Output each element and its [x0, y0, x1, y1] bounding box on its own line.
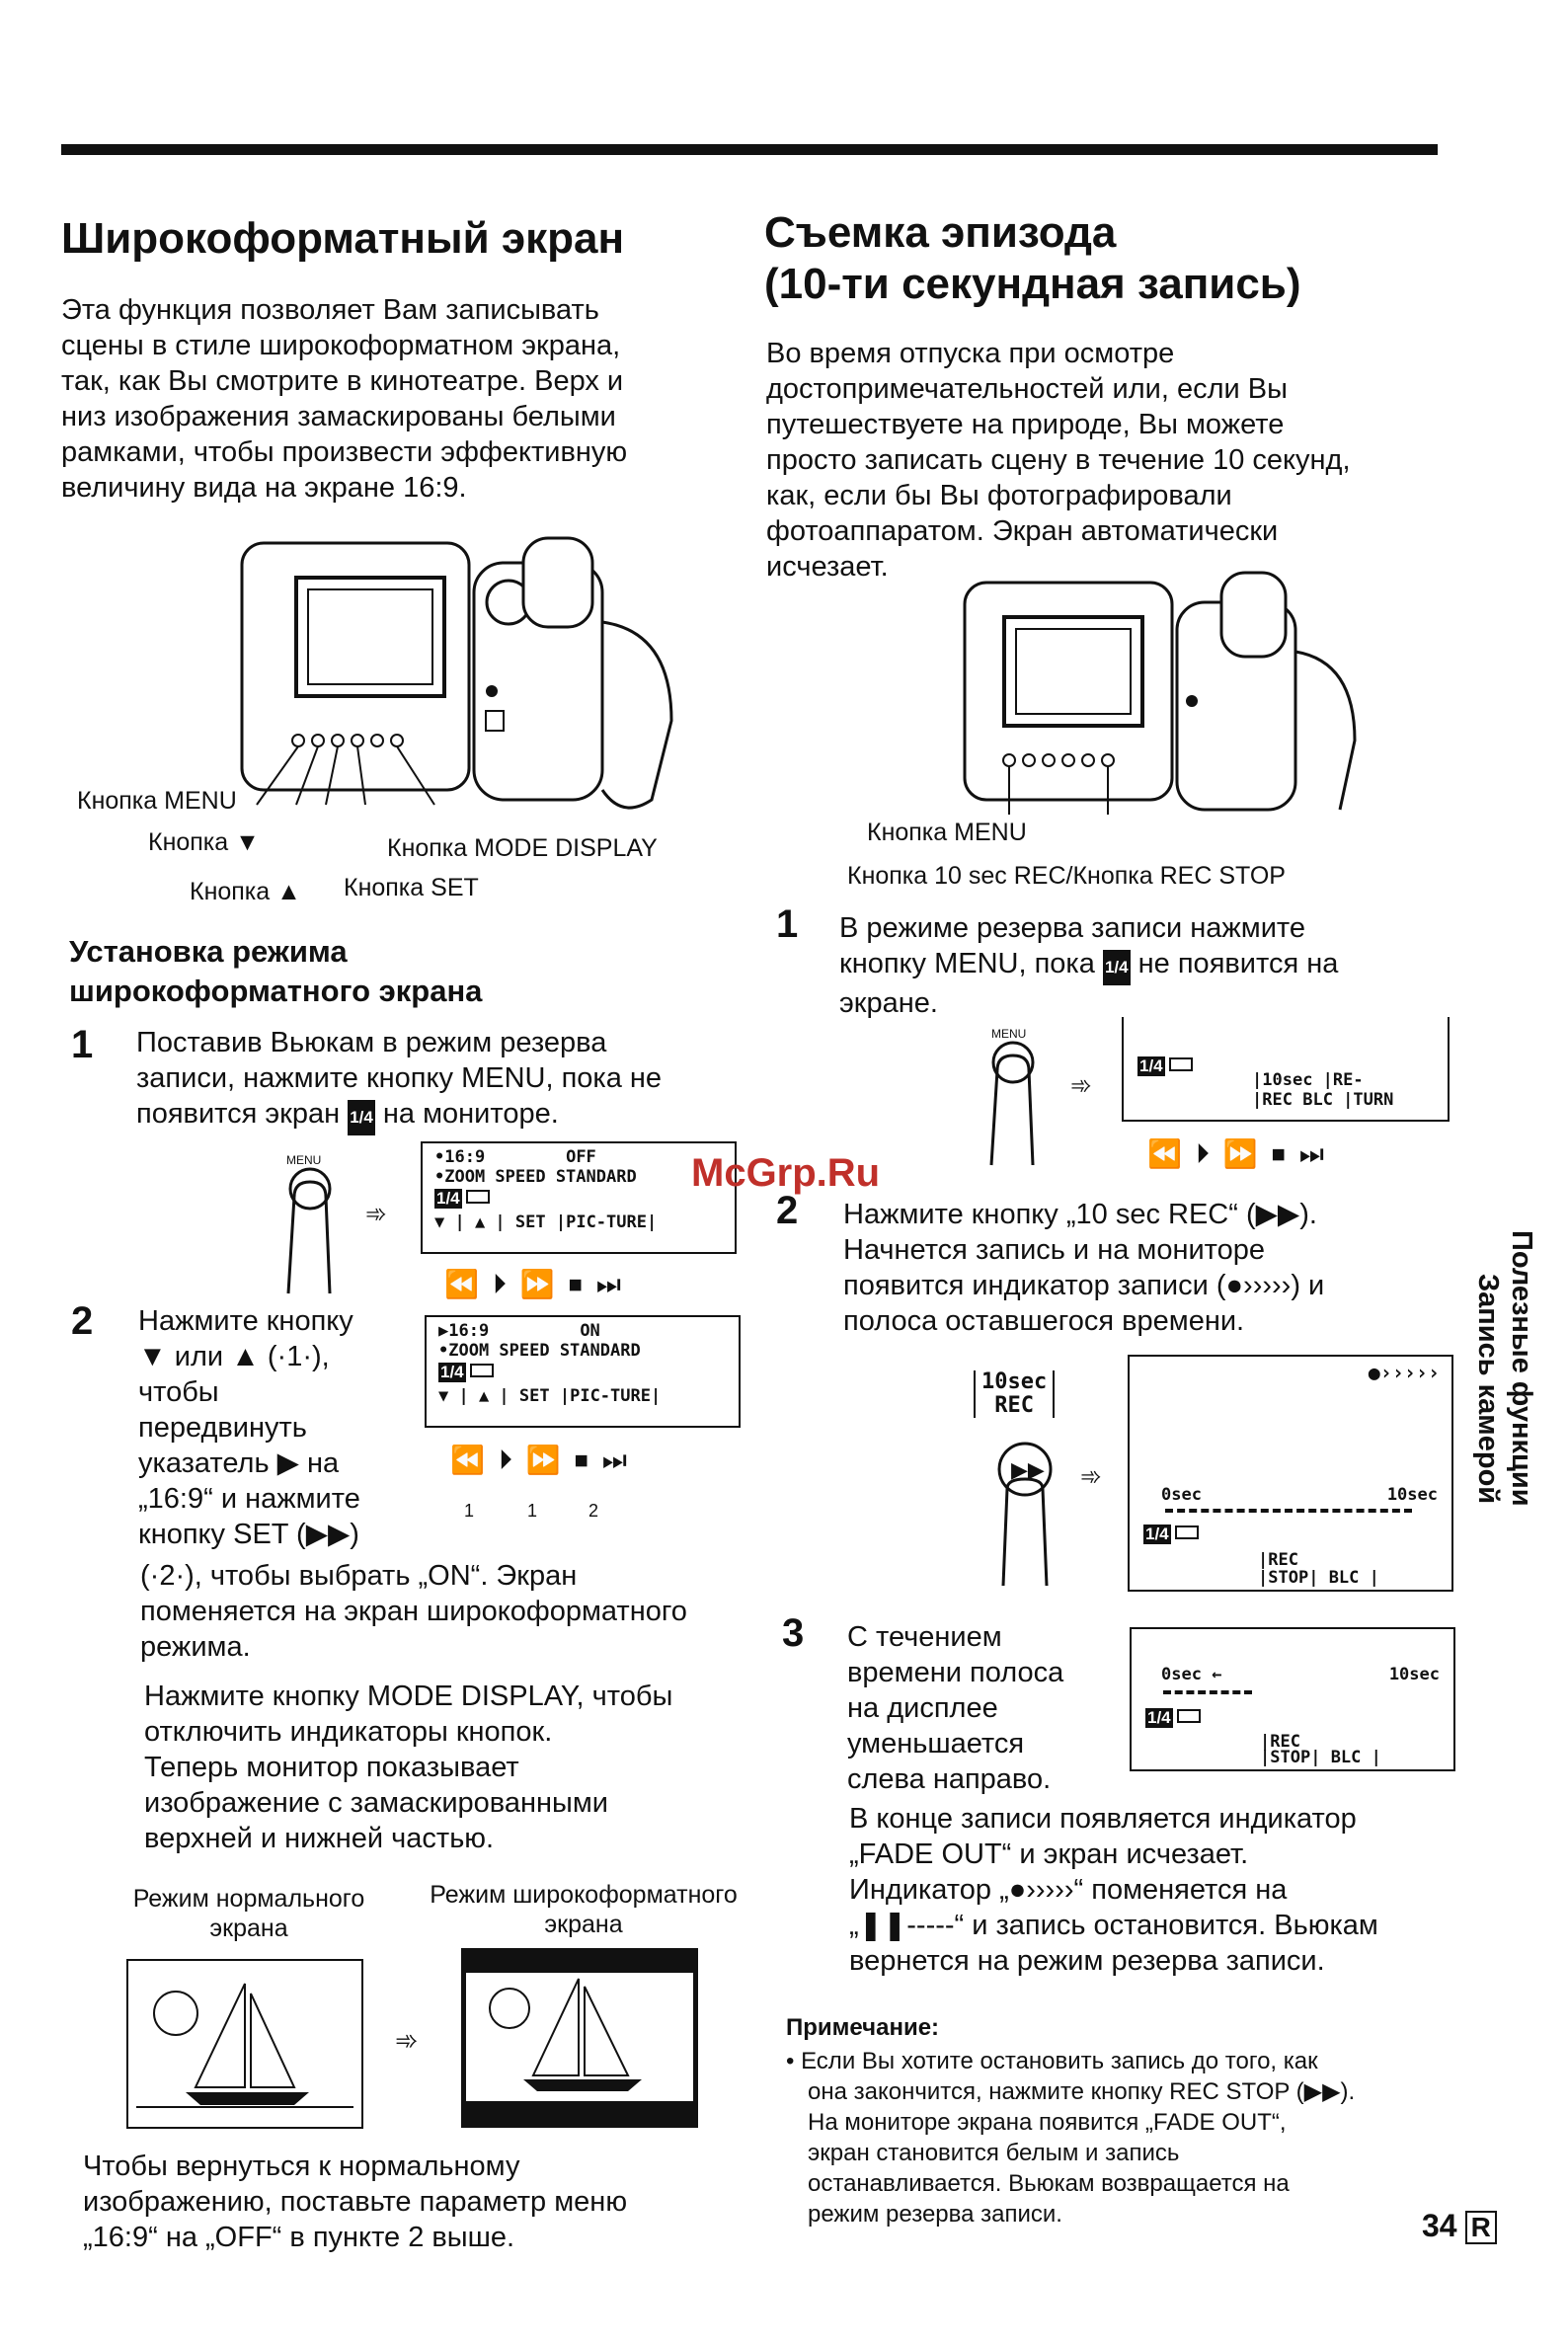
- label-down-button: Кнопка ▼: [148, 828, 260, 856]
- arrow-icon-rec: ➾: [1080, 1461, 1102, 1491]
- label-menu-button: Кнопка MENU: [77, 787, 237, 815]
- left-step2-text-c: Нажмите кнопку MODE DISPLAY, чтобы отклю…: [144, 1681, 673, 1854]
- label-up-button: Кнопка ▲: [190, 878, 301, 905]
- menu-caption-small-right: MENU: [991, 1027, 1027, 1041]
- right-step2-number: 2: [776, 1189, 799, 1232]
- left-title: Широкоформатный экран: [61, 214, 625, 263]
- side-label-sub: Запись камерой: [1472, 1274, 1504, 1505]
- transport-buttons-2: ⏪⏵⏩⏹⏭: [450, 1445, 641, 1475]
- finger-press-icon-right: [989, 1041, 1035, 1166]
- rec-10sec-label: 10sec REC: [974, 1370, 1056, 1418]
- left-step1-text: Поставив Вьюкам в режим резерва записи, …: [136, 1025, 748, 1135]
- label-set-button: Кнопка SET: [344, 874, 479, 901]
- left-step2-text-a: Нажмите кнопку ▼ или ▲ (·1·), чтобы пере…: [138, 1305, 360, 1550]
- right-intro: Во время отпуска при осмотре достопримеч…: [766, 338, 1351, 583]
- arrow-icon: ➾: [365, 1199, 387, 1228]
- right-step1-number: 1: [776, 902, 799, 946]
- note-title: Примечание:: [786, 2014, 940, 2041]
- camcorder-illustration-left: [240, 536, 673, 810]
- note-text: • Если Вы хотите остановить запись до то…: [786, 2048, 1356, 2228]
- right-step2-text: Нажмите кнопку „10 sec REC“ (▶▶). Начнет…: [843, 1199, 1325, 1337]
- transport-buttons-1: ⏪⏵⏩⏹⏭: [444, 1269, 635, 1299]
- right-end-text: В конце записи появляется индикатор „FAD…: [849, 1803, 1378, 1977]
- left-step1-number: 1: [71, 1023, 94, 1066]
- wide-mode-picture: [461, 1948, 698, 2128]
- watermark: McGrp.Ru: [691, 1151, 881, 1195]
- right-step3-number: 3: [782, 1611, 805, 1655]
- left-subtitle: Установка режима широкоформатного экрана: [69, 934, 483, 1008]
- osd-step1-right: 1/4 |10sec |RE- |REC BLC |TURN: [1122, 1017, 1450, 1122]
- label-rec-button: Кнопка 10 sec REC/Кнопка REC STOP: [847, 862, 1286, 890]
- arrow-icon-right: ➾: [1070, 1070, 1092, 1100]
- label-mode-display-button: Кнопка MODE DISPLAY: [387, 834, 658, 862]
- top-rule: [61, 144, 1438, 155]
- left-step2-number: 2: [71, 1299, 94, 1343]
- finger-press-icon: [286, 1167, 332, 1294]
- normal-mode-picture: [126, 1959, 363, 2129]
- arrow-to-wide-icon: ➾: [395, 2025, 419, 2056]
- side-label-main: Полезные функции: [1506, 1230, 1537, 1507]
- caption-wide-mode: Режим широкоформатного экрана: [430, 1881, 738, 1938]
- left-intro: Эта функция позволяет Вам записывать сце…: [61, 294, 628, 504]
- label-menu-button-right: Кнопка MENU: [867, 819, 1027, 846]
- osd-recording-screen: ●››››› 0sec 10sec 1/4 |REC |STOP| BLC |: [1128, 1355, 1453, 1592]
- menu-caption-small: MENU: [286, 1153, 322, 1167]
- left-outro: Чтобы вернуться к нормальному изображени…: [83, 2150, 628, 2253]
- menu-screen-icon: 1/4: [348, 1100, 375, 1135]
- transport-buttons-right: ⏪⏵⏩⏹⏭: [1147, 1138, 1338, 1169]
- right-step1-text: В режиме резерва записи нажмите кнопку M…: [839, 912, 1339, 1019]
- caption-normal-mode: Режим нормального экрана: [132, 1885, 365, 1942]
- right-title: Съемка эпизода (10-ти секундная запись): [764, 208, 1301, 308]
- finger-press-rec-icon: ▶▶: [997, 1442, 1053, 1587]
- right-step3-text: С течением времени полоса на дисплее уме…: [847, 1621, 1064, 1795]
- page-region-badge: R: [1464, 2211, 1497, 2244]
- osd-menu-screen-1: •16:9 OFF •ZOOM SPEED STANDARD 1/4 ▼ | ▲…: [421, 1141, 737, 1254]
- osd-menu-screen-2: ▶16:9 ON •ZOOM SPEED STANDARD 1/4 ▼ | ▲ …: [425, 1315, 741, 1428]
- camcorder-illustration-right: [963, 571, 1357, 815]
- left-step2-text-b: (·2·), чтобы выбрать „ON“. Экран поменяе…: [140, 1560, 687, 1663]
- osd-countdown-screen: 0sec ← 10sec 1/4 |REC |STOP| BLC |: [1130, 1627, 1455, 1771]
